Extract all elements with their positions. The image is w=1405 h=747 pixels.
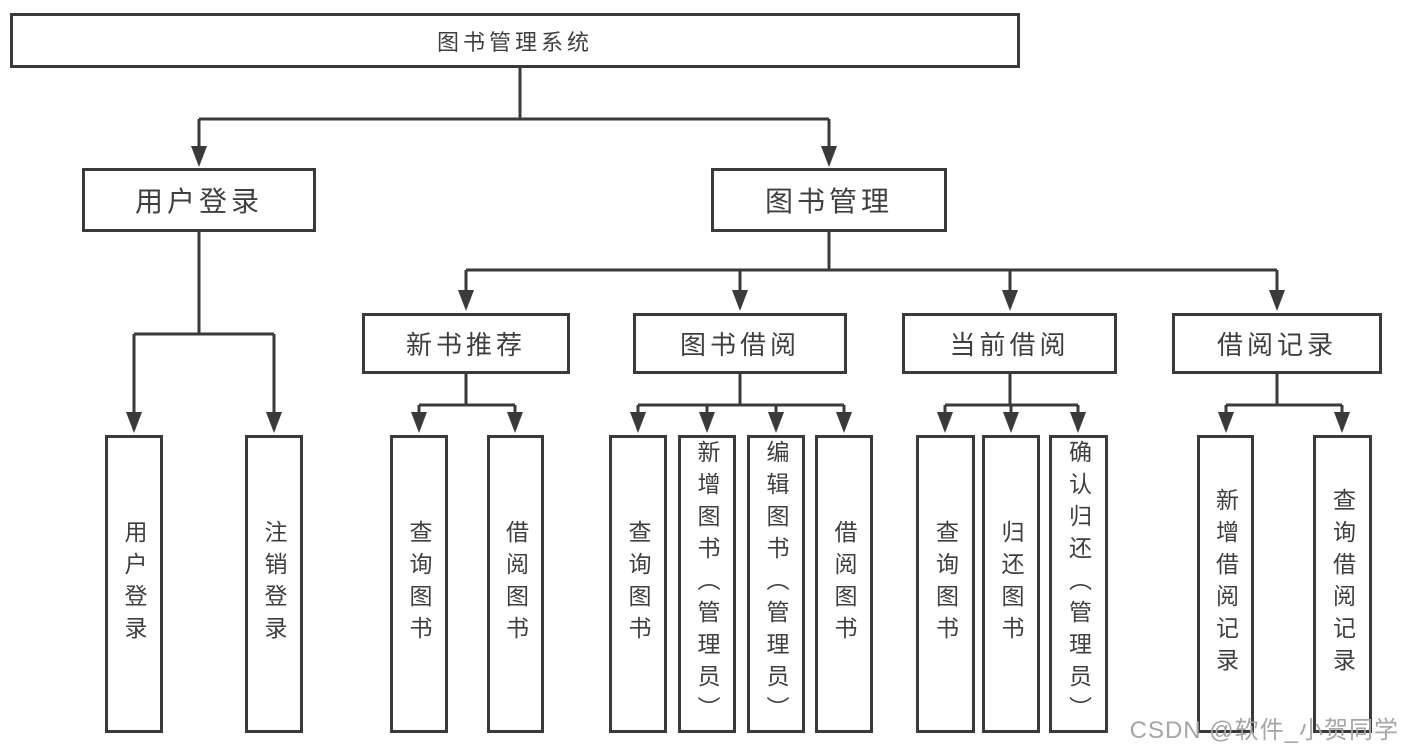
leaf-add-borrow-record: 新增借阅记录 [1197, 435, 1254, 733]
node-book-management: 图书管理 [711, 168, 947, 232]
leaf-query-books-borrow: 查询图书 [609, 435, 667, 733]
leaf-confirm-return-admin: 确认归还（管理员） [1049, 435, 1108, 733]
node-new-book-recommend: 新书推荐 [362, 313, 570, 374]
node-library-management-system: 图书管理系统 [10, 13, 1020, 68]
node-current-borrowing: 当前借阅 [902, 313, 1117, 374]
watermark-text: CSDN @软件_小贺同学 [1129, 717, 1399, 744]
leaf-borrow-books-recommend: 借阅图书 [487, 435, 544, 733]
leaf-logout: 注销登录 [245, 435, 303, 733]
node-user-login: 用户登录 [82, 168, 316, 232]
node-book-borrowing: 图书借阅 [633, 313, 847, 374]
node-borrowing-records: 借阅记录 [1172, 313, 1382, 374]
leaf-user-login: 用户登录 [105, 435, 163, 733]
leaf-return-books: 归还图书 [982, 435, 1040, 733]
leaf-query-borrow-record: 查询借阅记录 [1313, 435, 1372, 733]
leaf-query-books-current: 查询图书 [916, 435, 975, 733]
leaf-borrow-books: 借阅图书 [815, 435, 873, 733]
leaf-query-books-recommend: 查询图书 [390, 435, 448, 733]
leaf-edit-books-admin: 编辑图书（管理员） [747, 435, 805, 733]
leaf-add-books-admin: 新增图书（管理员） [678, 435, 736, 733]
